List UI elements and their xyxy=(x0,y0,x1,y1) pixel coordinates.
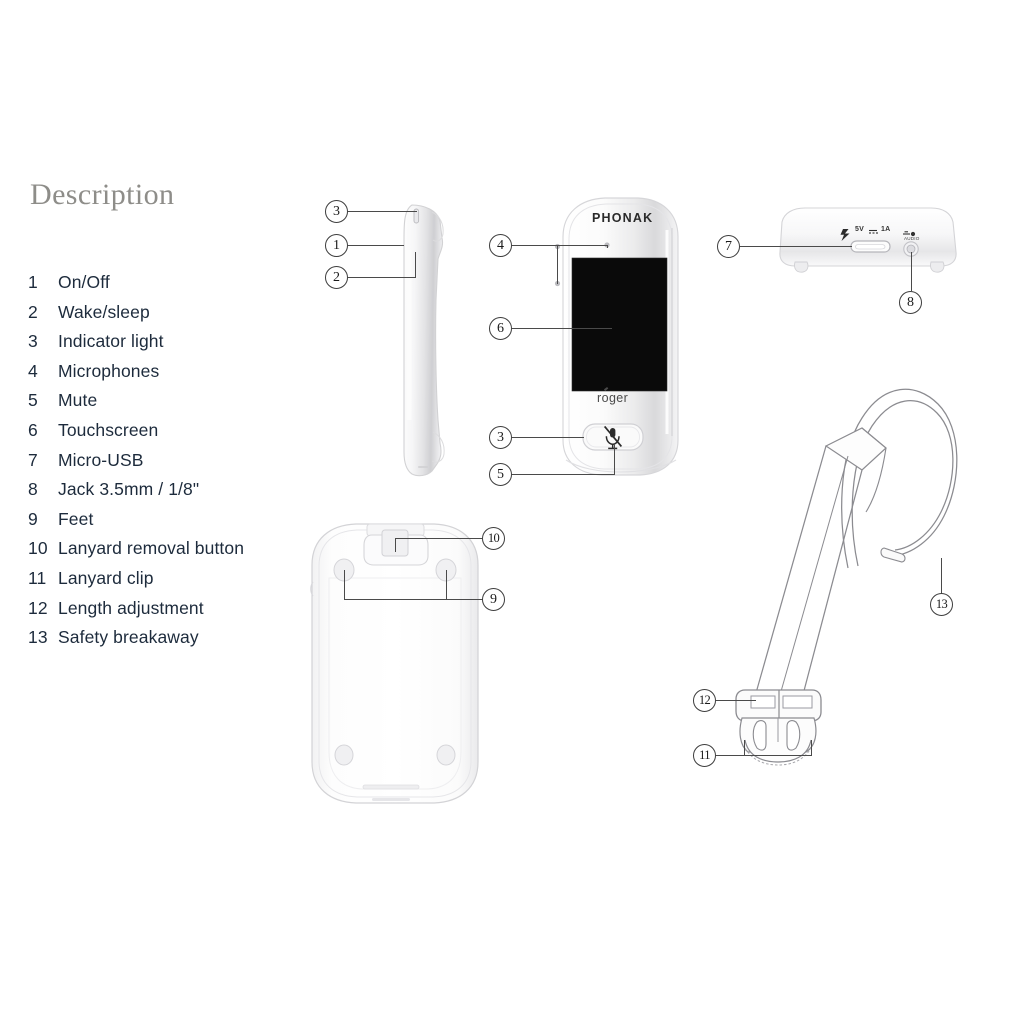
callout-3-front[interactable]: 3 xyxy=(489,426,512,449)
legend-item-number: 9 xyxy=(28,508,38,529)
leader-line-5-h xyxy=(512,474,615,476)
leader-line-4-v2 xyxy=(606,245,608,248)
leader-line-3-front xyxy=(512,437,584,439)
legend-item-number: 13 xyxy=(28,627,48,648)
legend-item-label: Jack 3.5mm / 1/8" xyxy=(58,479,200,500)
side-view-art xyxy=(403,204,445,477)
legend-item-9: 9 Feet xyxy=(28,509,358,539)
legend-item-label: Mute xyxy=(58,390,98,411)
legend-item-label: Micro-USB xyxy=(58,449,144,470)
legend-item-label: Indicator light xyxy=(58,331,164,352)
leader-line-2-h xyxy=(348,277,416,279)
callout-12[interactable]: 12 xyxy=(693,689,716,712)
leader-line-11-v1 xyxy=(744,740,746,755)
current-rating-label: 1A xyxy=(881,226,891,233)
back-view-art xyxy=(310,523,479,804)
leader-line-5-v xyxy=(614,443,616,474)
legend-item-number: 12 xyxy=(28,597,48,618)
leader-line-4-h xyxy=(512,245,607,247)
leader-line-11-h xyxy=(716,755,812,757)
leader-line-8 xyxy=(910,252,912,291)
legend-item-label: Lanyard clip xyxy=(58,567,154,588)
roger-product-label: roger xyxy=(597,391,629,405)
legend-item-number: 7 xyxy=(28,449,38,470)
leader-line-10-v xyxy=(395,538,397,552)
mute-microphone-icon xyxy=(603,425,623,450)
legend-item-label: Lanyard removal button xyxy=(58,538,245,559)
legend-item-label: Microphones xyxy=(58,360,160,381)
legend-item-label: On/Off xyxy=(58,272,110,292)
legend-item-number: 4 xyxy=(28,360,38,381)
legend-item-2: 2 Wake/sleep xyxy=(28,302,358,332)
legend-item-6: 6 Touchscreen xyxy=(28,420,358,450)
leader-line-3-side xyxy=(348,211,417,213)
callout-6[interactable]: 6 xyxy=(489,317,512,340)
legend-item-13: 13 Safety breakaway xyxy=(28,627,358,657)
legend-item-8: 8 Jack 3.5mm / 1/8" xyxy=(28,479,358,509)
bottom-edge-view-art xyxy=(779,207,957,273)
legend-item-4: 4 Microphones xyxy=(28,361,358,391)
callout-7[interactable]: 7 xyxy=(717,235,740,258)
leader-line-9-v2 xyxy=(446,570,448,599)
callout-2[interactable]: 2 xyxy=(325,266,348,289)
legend-item-5: 5 Mute xyxy=(28,390,358,420)
legend-item-label: Wake/sleep xyxy=(58,301,150,322)
legend-item-7: 7 Micro-USB xyxy=(28,450,358,480)
lanyard-art xyxy=(735,388,958,766)
legend-item-label: Feet xyxy=(58,508,94,529)
audio-port-label: AUDIO xyxy=(904,236,920,241)
legend-item-number: 10 xyxy=(28,538,48,559)
callout-10[interactable]: 10 xyxy=(482,527,505,550)
legend-item-11: 11 Lanyard clip xyxy=(28,568,358,598)
leader-line-7 xyxy=(740,246,852,248)
leader-line-4-v1 xyxy=(557,245,559,284)
legend-item-number: 5 xyxy=(28,390,38,411)
callout-9[interactable]: 9 xyxy=(482,588,505,611)
legend-item-label: Safety breakaway xyxy=(58,627,199,648)
legend-item-label: Length adjustment xyxy=(58,597,204,618)
callout-3-side[interactable]: 3 xyxy=(325,200,348,223)
callout-1[interactable]: 1 xyxy=(325,234,348,257)
legend-item-number: 6 xyxy=(28,419,38,440)
leader-line-9-v1 xyxy=(344,570,346,599)
callout-11[interactable]: 11 xyxy=(693,744,716,767)
callout-4[interactable]: 4 xyxy=(489,234,512,257)
legend-item-label: Touchscreen xyxy=(58,419,159,440)
leader-line-11-v2 xyxy=(811,740,813,755)
leader-line-12 xyxy=(716,700,756,702)
leader-line-2-v xyxy=(415,252,417,278)
legend-item-12: 12 Length adjustment xyxy=(28,598,358,628)
front-view-art xyxy=(554,197,679,476)
legend-item-number: 2 xyxy=(28,301,38,322)
legend-item-number: 1 xyxy=(28,272,38,292)
leader-line-6 xyxy=(512,328,612,330)
callout-5[interactable]: 5 xyxy=(489,463,512,486)
leader-line-1 xyxy=(348,245,404,247)
phonak-brand-label: PHONAK xyxy=(592,211,654,225)
callout-8[interactable]: 8 xyxy=(899,291,922,314)
legend-item-number: 3 xyxy=(28,331,38,352)
legend-item-10: 10 Lanyard removal button xyxy=(28,538,358,568)
legend-item-number: 8 xyxy=(28,479,38,500)
page-title: Description xyxy=(30,178,175,211)
legend-item-number: 11 xyxy=(28,567,47,588)
callout-13[interactable]: 13 xyxy=(930,593,953,616)
power-rating-label: 5V xyxy=(855,226,864,233)
leader-line-13 xyxy=(941,558,943,594)
leader-line-10 xyxy=(396,538,482,540)
leader-line-9-h xyxy=(344,599,484,601)
legend-item-1: 1 On/Off xyxy=(28,272,358,302)
legend-item-3: 3 Indicator light xyxy=(28,331,358,361)
